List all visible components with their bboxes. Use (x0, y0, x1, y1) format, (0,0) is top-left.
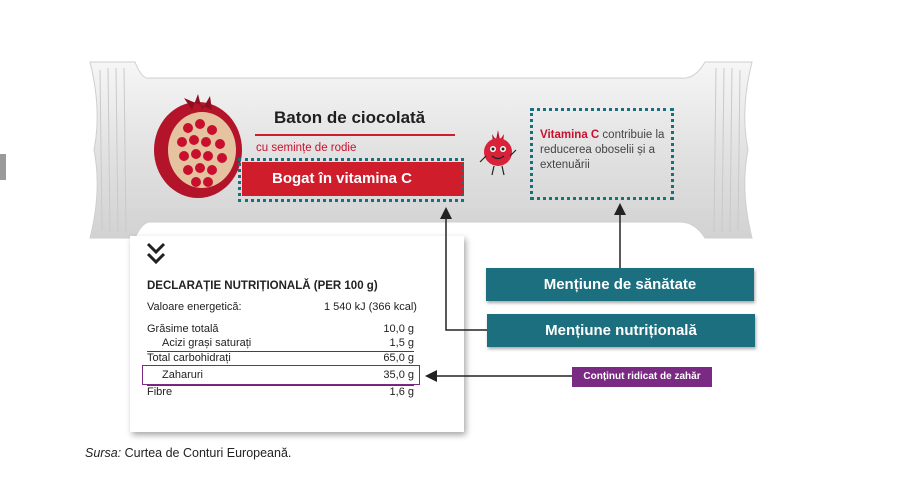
product-title: Baton de ciocolată (274, 108, 426, 127)
sugar-highlight-box (142, 365, 420, 385)
nutrition-label-carbs: Total carbohidrați (147, 352, 231, 364)
nutrition-value-carbs: 65,0 g (383, 352, 414, 364)
health-claim-label: Mențiune de sănătate (486, 268, 754, 301)
nutrition-claim-label: Mențiune nutrițională (487, 314, 755, 347)
nutrition-claim-banner: Bogat în vitamina C (242, 162, 464, 196)
fat-section-divider (147, 351, 414, 352)
title-divider (255, 134, 455, 136)
source-text: Curtea de Conturi Europeană. (121, 446, 292, 460)
health-claim-text: Vitamina C contribuie la reducerea obose… (540, 128, 680, 173)
nutrition-label-sugars: Zaharuri (162, 369, 203, 381)
nutrition-value-sugars: 35,0 g (383, 369, 414, 381)
banner-text: Bogat în vitamina C (272, 170, 413, 187)
pomegranate-image (154, 94, 242, 198)
nutrition-heading: DECLARAȚIE NUTRIȚIONALĂ (PER 100 g) (147, 280, 378, 292)
nutrition-label-saturated: Acizi grași saturați (162, 337, 252, 349)
health-claim-rest: contribuie la reducerea oboselii și a ex… (540, 129, 665, 171)
nutrition-value-energy: 1 540 kJ (366 kcal) (324, 301, 417, 313)
nutrition-value-saturated: 1,5 g (389, 337, 414, 349)
nutrition-label-energy: Valoare energetică: (147, 301, 242, 313)
sugar-note-label: Conținut ridicat de zahăr (572, 367, 712, 387)
nutrition-claim-highlight (238, 158, 464, 202)
product-subtitle: cu semințe de rodie (256, 142, 357, 154)
nutrition-value-fat: 10,0 g (383, 323, 414, 335)
pomegranate-mascot-icon (479, 130, 517, 176)
nutrition-label-fat: Grăsime totală (147, 323, 219, 335)
health-claim-highlight-box (530, 108, 674, 200)
source-prefix: Sursa: (85, 446, 122, 460)
carbs-section-divider (147, 385, 414, 386)
page-edge-marker (0, 154, 6, 180)
source-caption: Sursa: Curtea de Conturi Europeană. (85, 446, 291, 460)
double-chevron-down-icon (146, 242, 166, 265)
nutrition-card (130, 236, 464, 432)
health-claim-highlight: Vitamina C (540, 129, 600, 141)
nutrition-label-fibre: Fibre (147, 386, 173, 398)
nutrition-value-fibre: 1,6 g (389, 386, 414, 398)
